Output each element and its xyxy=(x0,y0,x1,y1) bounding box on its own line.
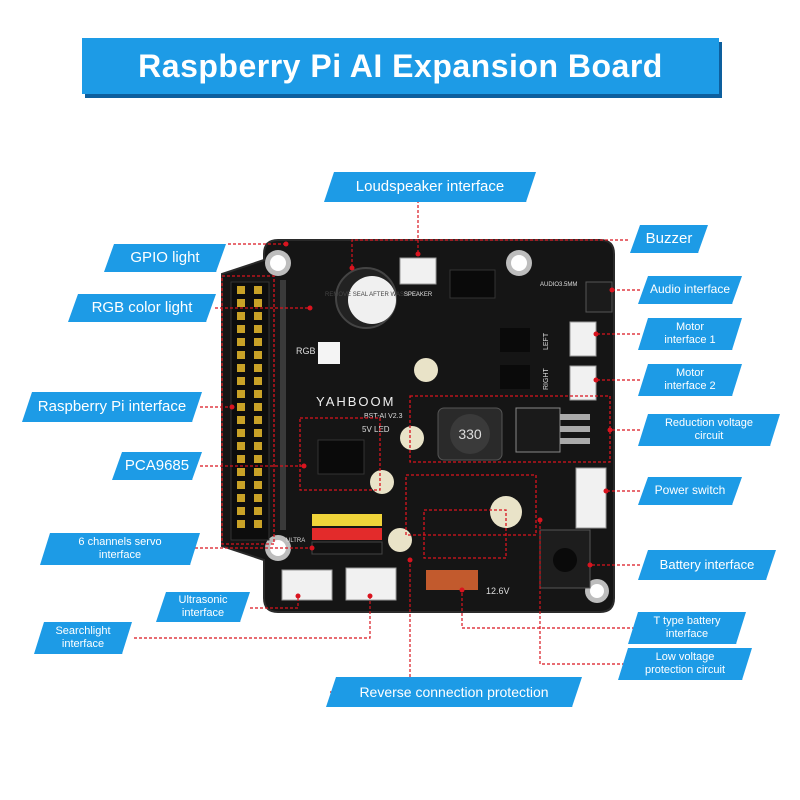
right-silkscreen: RIGHT xyxy=(543,368,550,391)
page-title: Raspberry Pi AI Expansion Board xyxy=(82,38,719,94)
brand-silkscreen: YAHBOOM xyxy=(316,394,396,409)
audio-jack-silkscreen: AUDIO3.5MM xyxy=(540,282,577,288)
speaker-silkscreen: SPEAKER xyxy=(404,292,433,298)
rgb-silkscreen: RGB xyxy=(296,346,316,356)
model-silkscreen: BST-AI V2.3 xyxy=(364,413,403,420)
led-silkscreen: 5V LED xyxy=(362,425,390,434)
label-gpio-light: GPIO light xyxy=(104,244,226,272)
label-audio-interface: Audio interface xyxy=(638,276,742,304)
label-buzzer: Buzzer xyxy=(630,225,708,253)
label-pca9685: PCA9685 xyxy=(112,452,202,480)
label-power-switch: Power switch xyxy=(638,477,742,505)
label-battery-interface: Battery interface xyxy=(638,550,776,580)
buzzer-sticker-text: REMOVE SEAL AFTER WASHING xyxy=(325,292,419,298)
label-raspberry-pi-interface: Raspberry Pi interface xyxy=(22,392,202,422)
voltage-silkscreen: 12.6V xyxy=(486,586,510,596)
left-silkscreen: LEFT xyxy=(543,332,550,350)
ultra-silkscreen: ULTRA xyxy=(286,538,305,544)
label-loudspeaker-interface: Loudspeaker interface xyxy=(324,172,536,202)
label-reverse-connection-protection: Reverse connection protection xyxy=(326,677,582,707)
label-rgb-color-light: RGB color light xyxy=(68,294,216,322)
inductor-marking: 330 xyxy=(458,426,482,442)
